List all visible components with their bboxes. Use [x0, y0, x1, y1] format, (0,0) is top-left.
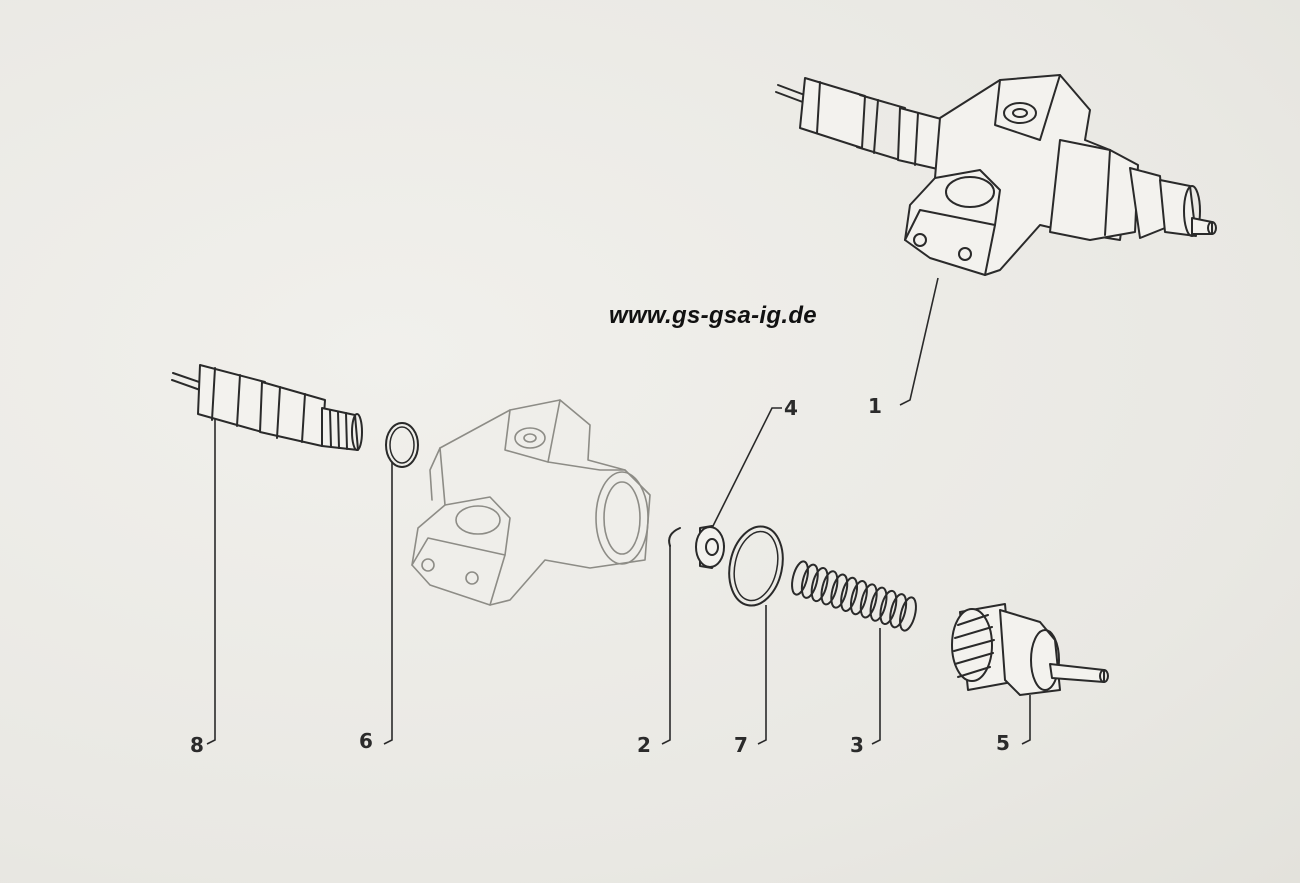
watermark-url: www.gs-gsa-ig.de	[609, 302, 817, 329]
spring-coil	[889, 593, 908, 629]
valve-body-outline	[411, 399, 651, 606]
threaded-plug	[951, 603, 1109, 696]
leader-6	[383, 462, 393, 745]
spring-coil	[800, 563, 819, 599]
spring-coil	[899, 596, 917, 632]
spring-coil	[840, 576, 859, 612]
assembled-valve	[775, 74, 1217, 276]
leader-lines	[206, 277, 1031, 745]
leader-4	[711, 407, 782, 529]
leader-3	[871, 628, 881, 745]
spring	[791, 560, 917, 632]
spring-coil	[859, 583, 878, 619]
leader-2	[661, 545, 671, 745]
spring-coil	[820, 570, 839, 606]
o-ring-large	[728, 525, 784, 607]
leader-1	[899, 277, 939, 406]
spring-coil	[879, 589, 898, 626]
leader-7	[757, 605, 767, 745]
spring-coil	[849, 580, 868, 616]
washer	[695, 525, 725, 569]
leader-5	[1021, 695, 1031, 745]
fitting-with-pin	[171, 364, 363, 451]
part-label-4: 4	[784, 396, 798, 420]
spring-coil	[869, 586, 888, 622]
part-label-6: 6	[359, 729, 373, 753]
leader-8	[206, 418, 216, 745]
part-label-2: 2	[637, 733, 651, 757]
part-label-3: 3	[850, 733, 864, 757]
part-label-8: 8	[190, 733, 204, 757]
part-label-5: 5	[996, 731, 1010, 755]
circlip	[668, 527, 681, 547]
part-label-1: 1	[868, 394, 882, 418]
part-label-7: 7	[734, 733, 748, 757]
spring-coil	[810, 566, 829, 603]
spring-coil	[830, 573, 849, 609]
part-labels: 1 2 3 4 5 6 7 8	[190, 394, 1010, 757]
spring-coil	[791, 560, 809, 596]
o-ring-small	[385, 422, 419, 468]
